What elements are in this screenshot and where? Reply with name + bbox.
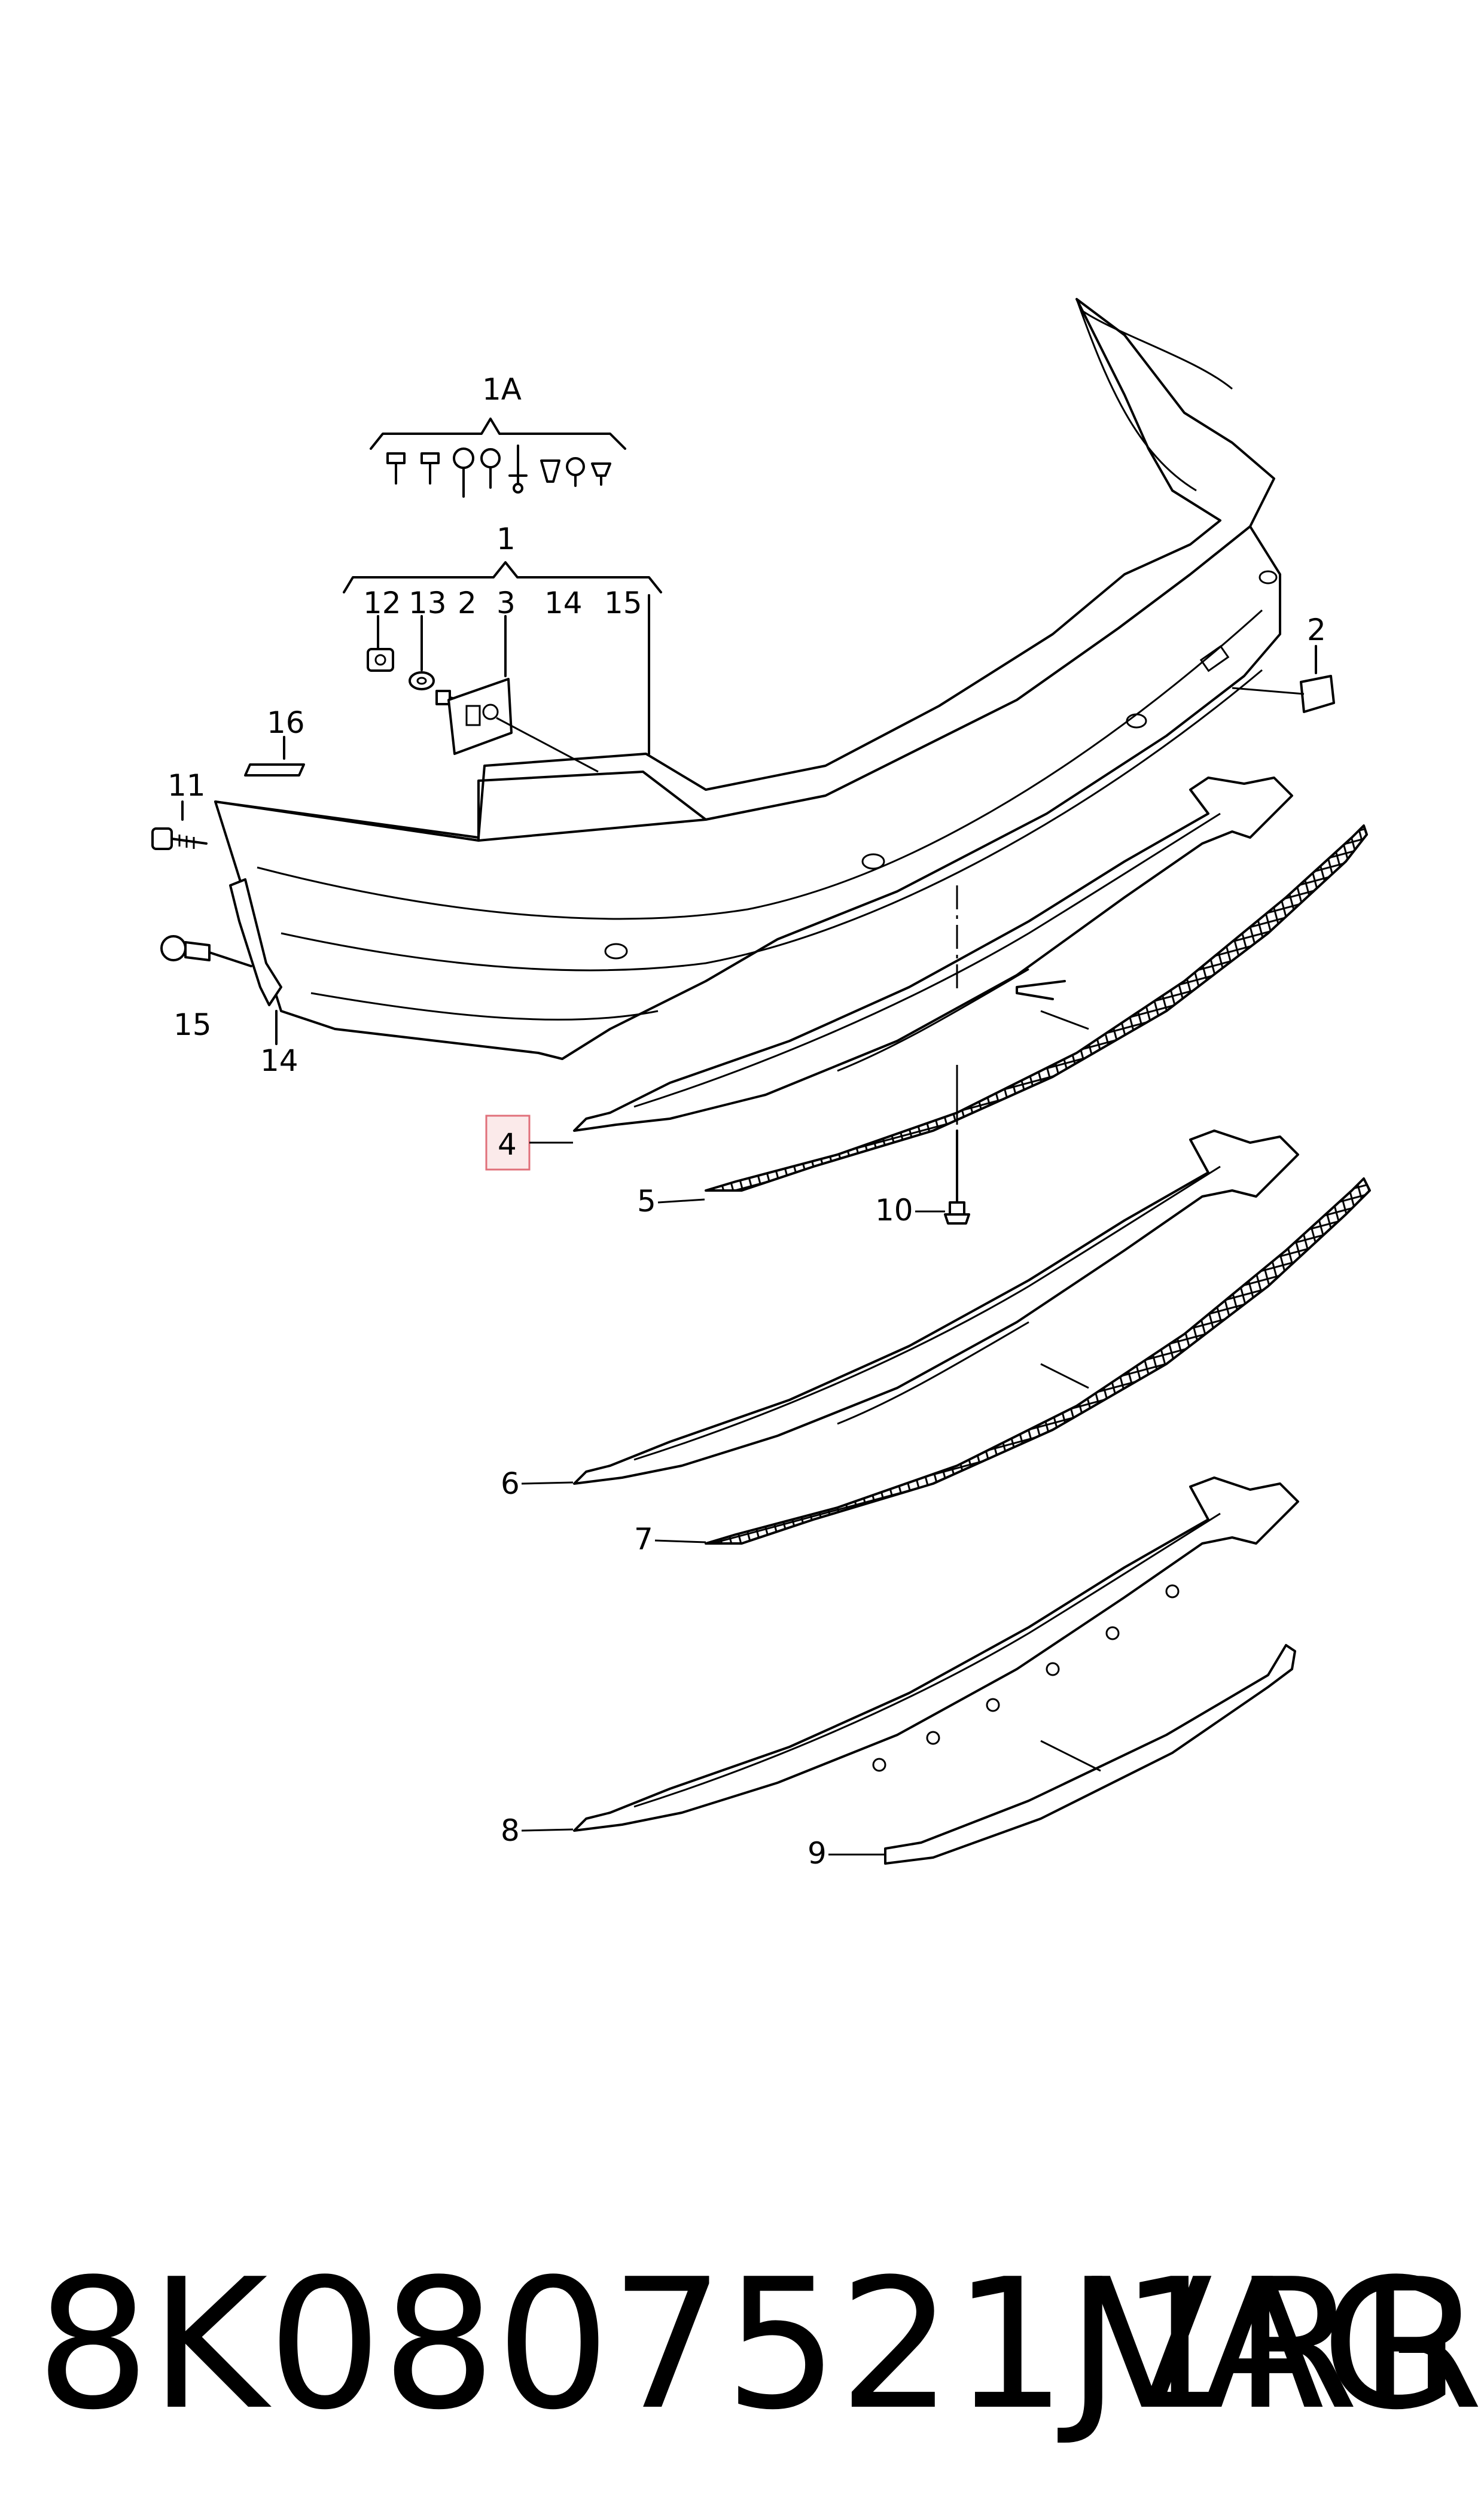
diffuser-8 — [573, 1476, 1299, 1832]
screw-icon — [453, 447, 474, 498]
cap-2 — [1232, 645, 1335, 713]
clip-15 — [160, 935, 252, 967]
brand-name: VAG — [1090, 2240, 1460, 2449]
callout-14-left: 14 — [260, 1043, 298, 1078]
callout-2-top: 2 — [458, 586, 477, 620]
clip-icon — [591, 462, 611, 486]
leader-7 — [654, 1539, 706, 1543]
screw-icon — [420, 452, 440, 485]
part-number: 8K0807521J1RR — [36, 2240, 1483, 2449]
callout-9: 9 — [807, 1836, 827, 1871]
mesh-5 — [705, 824, 1368, 1192]
bracket-plate — [447, 678, 599, 773]
callout-3: 3 — [496, 586, 516, 620]
callout-1: 1 — [496, 522, 516, 556]
callout-4: 4 — [498, 1127, 517, 1162]
guide-line-6 — [1040, 1363, 1089, 1389]
callout-1A: 1A — [482, 372, 522, 407]
clip-icon — [508, 444, 528, 494]
diffuser-6 — [573, 1129, 1299, 1485]
callout-13: 13 — [409, 586, 447, 620]
screw-icon — [480, 448, 501, 489]
screw-icon — [386, 452, 406, 485]
callout-12: 12 — [363, 586, 401, 620]
callout-15-left: 15 — [173, 1007, 212, 1042]
parts-diagram: 1A 1 12 13 2 3 14 15 16 11 15 14 2 4 5 1… — [151, 298, 1371, 1871]
washer-icon — [409, 671, 435, 690]
callout-11: 11 — [167, 768, 206, 803]
callout-5: 5 — [637, 1184, 656, 1219]
callout-2-right: 2 — [1307, 613, 1326, 647]
trim-strip-9 — [884, 1644, 1296, 1865]
diffuser-4 — [573, 777, 1293, 1132]
leader-8 — [521, 1828, 574, 1832]
callout-10: 10 — [875, 1193, 913, 1228]
leader-6 — [521, 1481, 574, 1485]
guide-line-4 — [956, 885, 1089, 1125]
callout-15-top: 15 — [604, 586, 642, 620]
callout-4-highlight: 4 — [485, 1115, 531, 1171]
callout-7: 7 — [634, 1522, 653, 1557]
label-sticker — [244, 736, 305, 777]
screw-10 — [944, 1129, 970, 1225]
screw-11 — [151, 800, 208, 850]
callout-14-top: 14 — [544, 586, 583, 620]
side-bracket-14 — [229, 878, 282, 1045]
clip-icon — [540, 459, 560, 483]
nut-icon — [367, 648, 394, 672]
clip-icon — [566, 457, 585, 487]
bracket-group — [343, 561, 662, 773]
bumper-cover — [214, 298, 1281, 1060]
callout-16: 16 — [267, 705, 305, 740]
leader-5 — [657, 1198, 705, 1204]
mesh-7 — [705, 1177, 1371, 1545]
footer: 8K0807521J1RR VAG — [0, 2237, 1484, 2453]
callout-6: 6 — [501, 1466, 520, 1501]
screw-set-group — [370, 418, 626, 498]
callout-8: 8 — [501, 1813, 520, 1848]
